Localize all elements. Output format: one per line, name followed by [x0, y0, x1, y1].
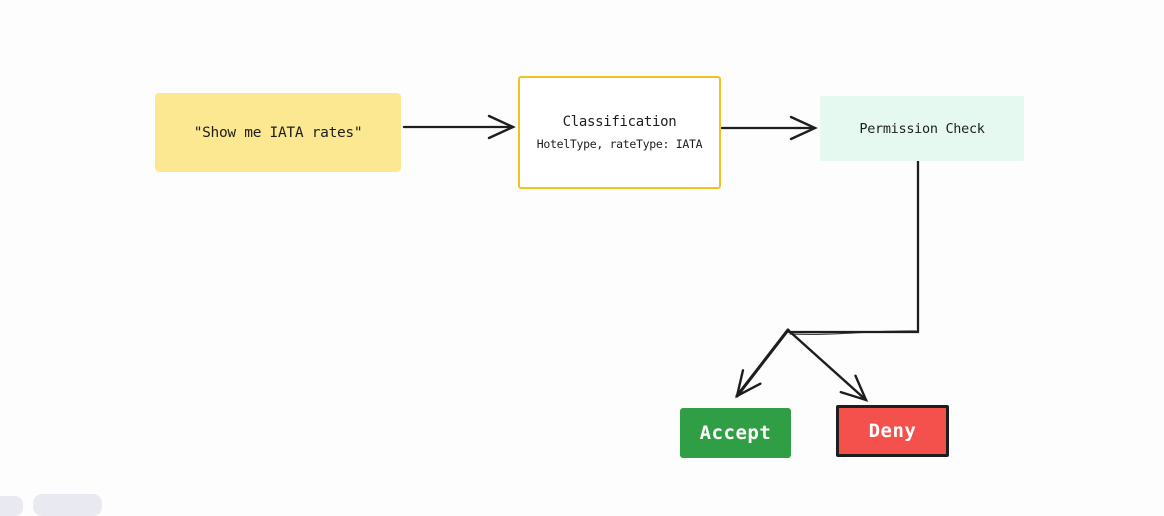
node-user-query[interactable]: "Show me IATA rates" [155, 93, 401, 172]
node-deny[interactable]: Deny [836, 405, 949, 457]
user-query-label: "Show me IATA rates" [193, 124, 363, 141]
edge-branch-to-deny[interactable] [786, 328, 869, 402]
deny-label: Deny [868, 420, 917, 442]
classification-title: Classification [562, 114, 677, 130]
bottom-toolbar-button-fragment[interactable] [0, 496, 23, 516]
permission-check-label: Permission Check [859, 120, 985, 137]
node-permission-check[interactable]: Permission Check [820, 96, 1024, 161]
edge-branch-to-accept[interactable] [735, 328, 790, 399]
bottom-toolbar-group-fragment[interactable] [33, 494, 102, 516]
edge-permission-to-branch[interactable] [787, 159, 920, 334]
node-accept[interactable]: Accept [680, 408, 791, 458]
node-classification[interactable]: Classification HotelType, rateType: IATA [518, 76, 721, 189]
accept-label: Accept [699, 422, 772, 444]
classification-subtitle: HotelType, rateType: IATA [536, 137, 703, 151]
edge-permission-to-branch-sketch [789, 330, 917, 336]
